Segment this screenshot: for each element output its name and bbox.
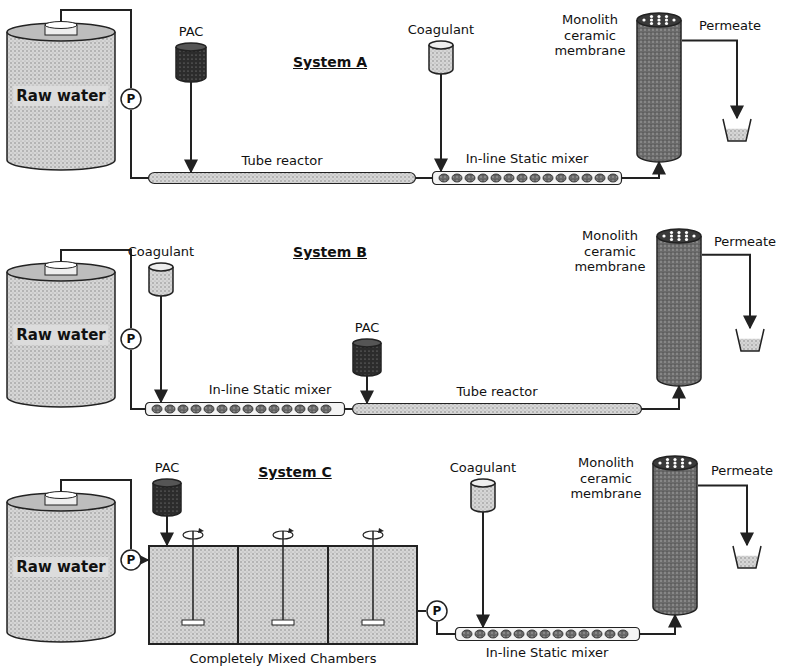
pipe-connector [345,408,352,410]
node-label: P [433,604,442,618]
pipe-connector [160,296,162,402]
node-label: In-line Static mixer [466,151,589,167]
node-label: Tube reactor [241,153,322,169]
mixer-shape [145,402,345,416]
coagulant-container: Coagulant [428,40,454,74]
water-tank: Raw water [6,262,116,407]
pac-container: PAC [352,338,382,376]
coagulant-container: Coagulant [148,262,174,296]
node-label: Coagulant [450,460,516,476]
pipe-connector [622,162,659,178]
tube-shape [352,403,642,415]
node-label: PAC [155,460,180,476]
node-label: P [127,553,136,567]
node-label: In-line Static mixer [486,645,609,661]
pipe-connector [418,610,426,612]
ceramic-membrane: Monolith ceramic membrane [656,228,702,386]
pipe-connector [131,110,148,178]
node-label: PAC [355,320,380,336]
node-label: Coagulant [408,22,474,38]
canl-shape [428,40,454,74]
pump: P [120,328,142,350]
permeate-beaker: Permeate [732,545,762,569]
water-tank: Raw water [6,22,116,170]
chamber-shape [148,545,418,645]
pipe-connector [640,615,675,634]
pipe-connector [482,512,484,627]
node-label: Monolith ceramic membrane [550,12,630,59]
node-label: Raw water [13,557,108,577]
memb-shape [656,228,702,386]
permeate-beaker: Permeate [722,118,752,142]
node-label: Raw water [13,325,108,345]
memb-shape [636,12,682,162]
node-label: In-line Static mixer [209,382,332,398]
node-label: P [127,332,136,346]
mixed-chambers: Completely Mixed Chambers [148,545,418,645]
pump: P [120,88,142,110]
node-label: Tube reactor [456,384,537,400]
canl-shape [470,478,496,512]
mixer-shape [432,171,622,185]
node-label: Monolith ceramic membrane [566,455,646,502]
ceramic-membrane: Monolith ceramic membrane [652,455,698,615]
pipe-connector [166,516,168,545]
cand-shape [175,42,207,82]
tube-shape [148,172,416,184]
pipe-connector [131,350,145,409]
memb-shape [652,455,698,615]
water-tank: Raw water [6,492,116,642]
beaker-shape [735,328,765,352]
tube-reactor: Tube reactor [148,172,416,184]
node-label: Permeate [699,18,761,34]
pipe-connector [440,74,442,171]
canl-shape [148,262,174,296]
pump: P [426,600,448,622]
ceramic-membrane: Monolith ceramic membrane [636,12,682,162]
pipe-connector [142,559,148,561]
static-mixer: In-line Static mixer [145,402,345,416]
beaker-shape [732,545,762,569]
pac-container: PAC [152,478,182,516]
permeate-beaker: Permeate [735,328,765,352]
pipe-connector [366,376,368,403]
system-title: System C [258,464,331,480]
mixer-shape [455,627,640,641]
pipe-connector [416,177,432,179]
node-label: Completely Mixed Chambers [190,651,377,667]
pipe-connector [642,386,679,409]
static-mixer: In-line Static mixer [432,171,622,185]
system-title: System B [293,244,367,260]
pac-container: PAC [175,42,207,82]
pipe-connector [698,485,747,545]
cand-shape [352,338,382,376]
node-label: P [127,92,136,106]
static-mixer: In-line Static mixer [455,627,640,641]
node-label: Monolith ceramic membrane [570,228,650,275]
node-label: Raw water [13,86,108,106]
pipe-connector [682,41,737,119]
tube-reactor: Tube reactor [352,403,642,415]
node-label: Permeate [711,463,773,479]
coagulant-container: Coagulant [470,478,496,512]
node-label: Permeate [714,234,776,250]
cand-shape [152,478,182,516]
node-label: Coagulant [128,244,194,260]
node-label: PAC [179,24,204,40]
system-title: System A [293,54,367,70]
pipe-connector [190,82,192,172]
pump: P [120,549,142,571]
beaker-shape [722,118,752,142]
pipe-connector [437,622,455,634]
pipe-connector [702,255,750,328]
